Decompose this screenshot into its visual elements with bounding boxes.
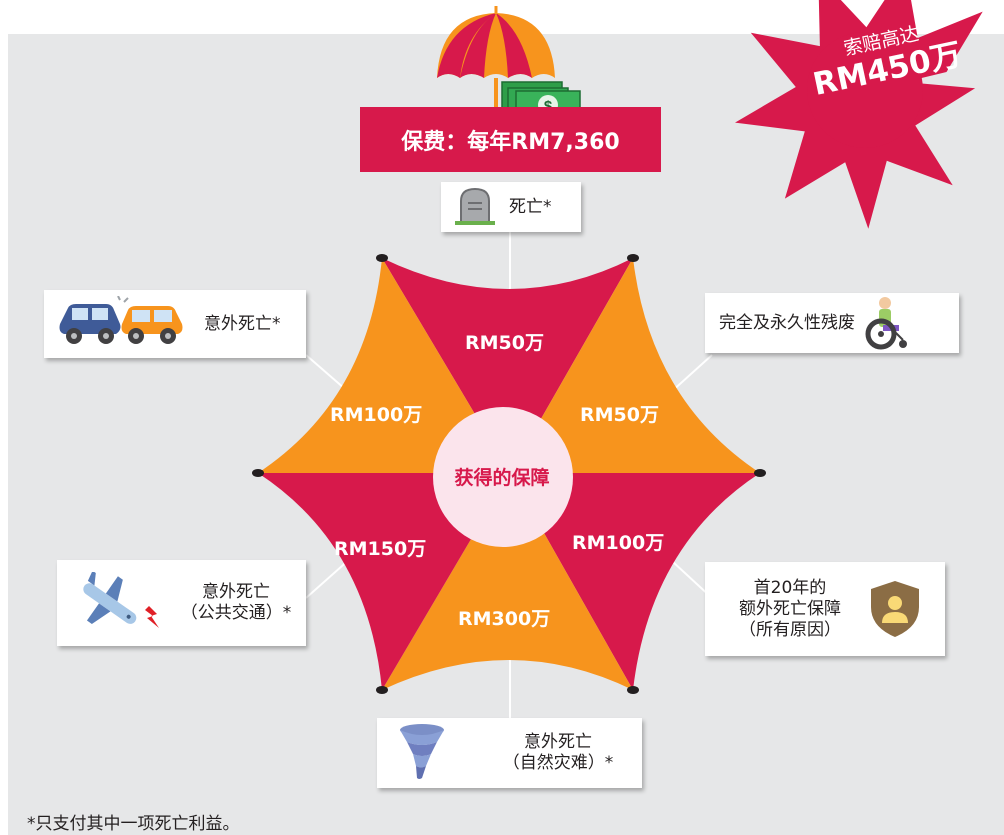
segment-upper-left-shape [258, 258, 510, 473]
coverage-canopy [252, 254, 766, 694]
segment-lower-right-amount: RM100万 [572, 532, 665, 554]
footnote: *只支付其中一项死亡利益。 [27, 814, 240, 834]
card-natural-disaster-text: 意外死亡 （自然灾难）* [483, 732, 633, 774]
segment-lower-left-shape [258, 473, 510, 690]
segment-upper-right-shape [510, 258, 760, 473]
segment-top-amount: RM50万 [465, 332, 544, 354]
premium-banner: 保费：每年RM7,360 [360, 107, 661, 172]
card-death: 死亡* [441, 182, 581, 232]
card-extra-death-text: 首20年的 额外死亡保障 （所有原因） [725, 578, 855, 641]
card-public-transport-line1: 意外死亡 [202, 582, 270, 602]
card-public-transport-text: 意外死亡 （公共交通）* [171, 582, 301, 624]
segment-lower-right-shape [510, 473, 760, 690]
plane-crash-icon [83, 572, 159, 628]
segment-bottom-amount: RM300万 [458, 608, 551, 630]
card-death-label: 死亡* [509, 196, 552, 217]
card-public-transport: 意外死亡 （公共交通）* [57, 560, 306, 646]
tombstone-icon [455, 187, 495, 225]
wheelchair-icon [865, 297, 907, 350]
segment-lower-left-amount: RM150万 [334, 538, 427, 560]
card-accidental-death: 意外死亡* [44, 290, 306, 358]
card-natural-disaster-line1: 意外死亡 [524, 732, 592, 752]
card-public-transport-line2: （公共交通）* [180, 603, 292, 623]
segment-upper-right-amount: RM50万 [580, 404, 659, 426]
segment-upper-left-amount: RM100万 [330, 404, 423, 426]
card-extra-death-line3: （所有原因） [739, 619, 841, 640]
umbrella-icon [437, 6, 555, 133]
segment-bottom-shape [382, 473, 633, 690]
shield-person-icon [871, 581, 919, 637]
tornado-icon [400, 724, 444, 779]
card-extra-death: 首20年的 额外死亡保障 （所有原因） [705, 562, 945, 656]
card-tpd-label: 完全及永久性残废 [719, 312, 855, 333]
card-natural-disaster-line2: （自然灾难）* [502, 753, 614, 773]
center-circle [433, 407, 573, 547]
car-crash-icon [59, 296, 183, 344]
segment-top-shape [382, 258, 633, 473]
center-label: 获得的保障 [454, 467, 550, 489]
card-accidental-death-label: 意外死亡* [204, 313, 281, 334]
card-extra-death-line2: 额外死亡保障 [739, 598, 841, 619]
canopy-tips [252, 254, 766, 694]
card-tpd: 完全及永久性残废 [705, 293, 959, 353]
svg-text:$: $ [544, 98, 553, 115]
card-extra-death-line1: 首20年的 [753, 577, 827, 598]
card-natural-disaster: 意外死亡 （自然灾难）* [377, 718, 642, 788]
